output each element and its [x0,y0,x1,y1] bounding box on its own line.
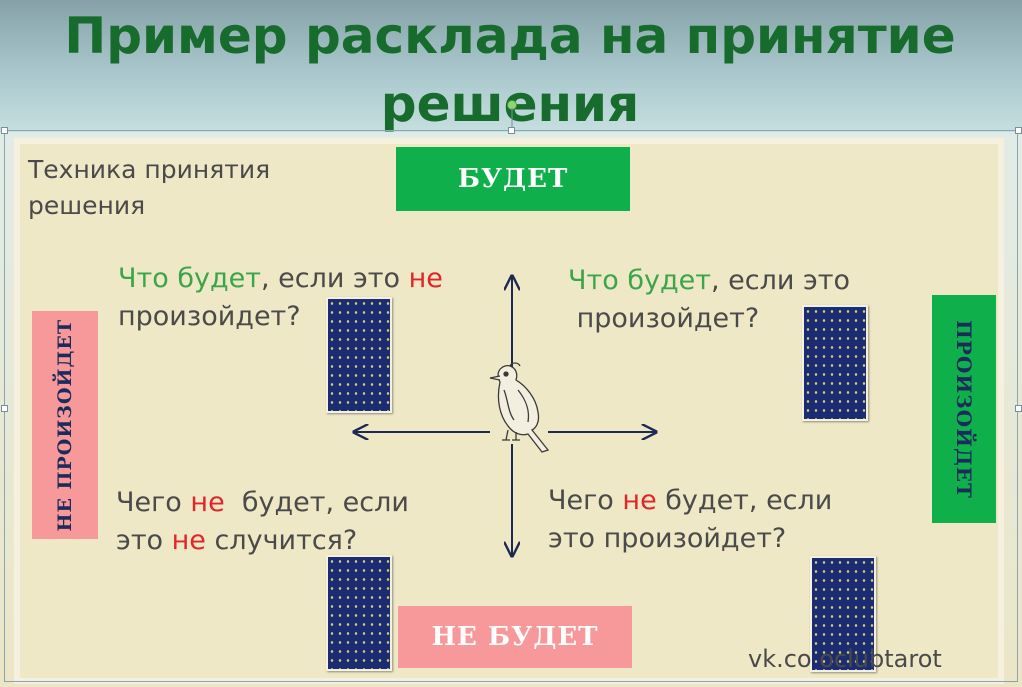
technique-title: Техника принятия решения [28,155,271,220]
label-will-not-be: НЕ БУДЕТ [398,606,632,668]
label-will-happen: ПРОИЗОЙДЕТ [932,295,996,523]
watermark: vk.co oclubtarot [748,645,942,673]
question-top-right: Что будет, если это произойдет? [568,265,851,334]
slide-title[interactable]: Пример расклада на принятие решения [64,7,956,133]
label-will-happen-text: ПРОИЗОЙДЕТ [952,319,976,499]
resize-handle-middle-right[interactable] [1015,405,1022,412]
tarot-card-bottom-right [810,556,876,672]
label-will-be: БУДЕТ [396,147,630,211]
question-top-left-line2: произойдет? [118,301,301,332]
resize-handle-top-right[interactable] [1015,127,1022,134]
tarot-card-bottom-left [326,555,392,671]
label-will-not-be-text: НЕ БУДЕТ [431,622,599,652]
label-will-be-text: БУДЕТ [457,164,569,194]
label-will-not-happen-text: НЕ ПРОИЗОЙДЕТ [54,318,76,532]
bird-icon [489,362,550,453]
question-top-right-rest: , если это произойдет? [568,265,851,334]
slide-header [0,0,1022,132]
rotate-handle-stem [511,108,513,128]
cross-arrows [350,272,670,572]
label-will-not-happen: НЕ ПРОИЗОЙДЕТ [32,311,98,539]
tarot-card-top-left [326,297,392,413]
resize-handle-top-left[interactable] [1,127,8,134]
resize-handle-middle-left[interactable] [1,405,8,412]
tarot-card-top-right [802,305,868,421]
